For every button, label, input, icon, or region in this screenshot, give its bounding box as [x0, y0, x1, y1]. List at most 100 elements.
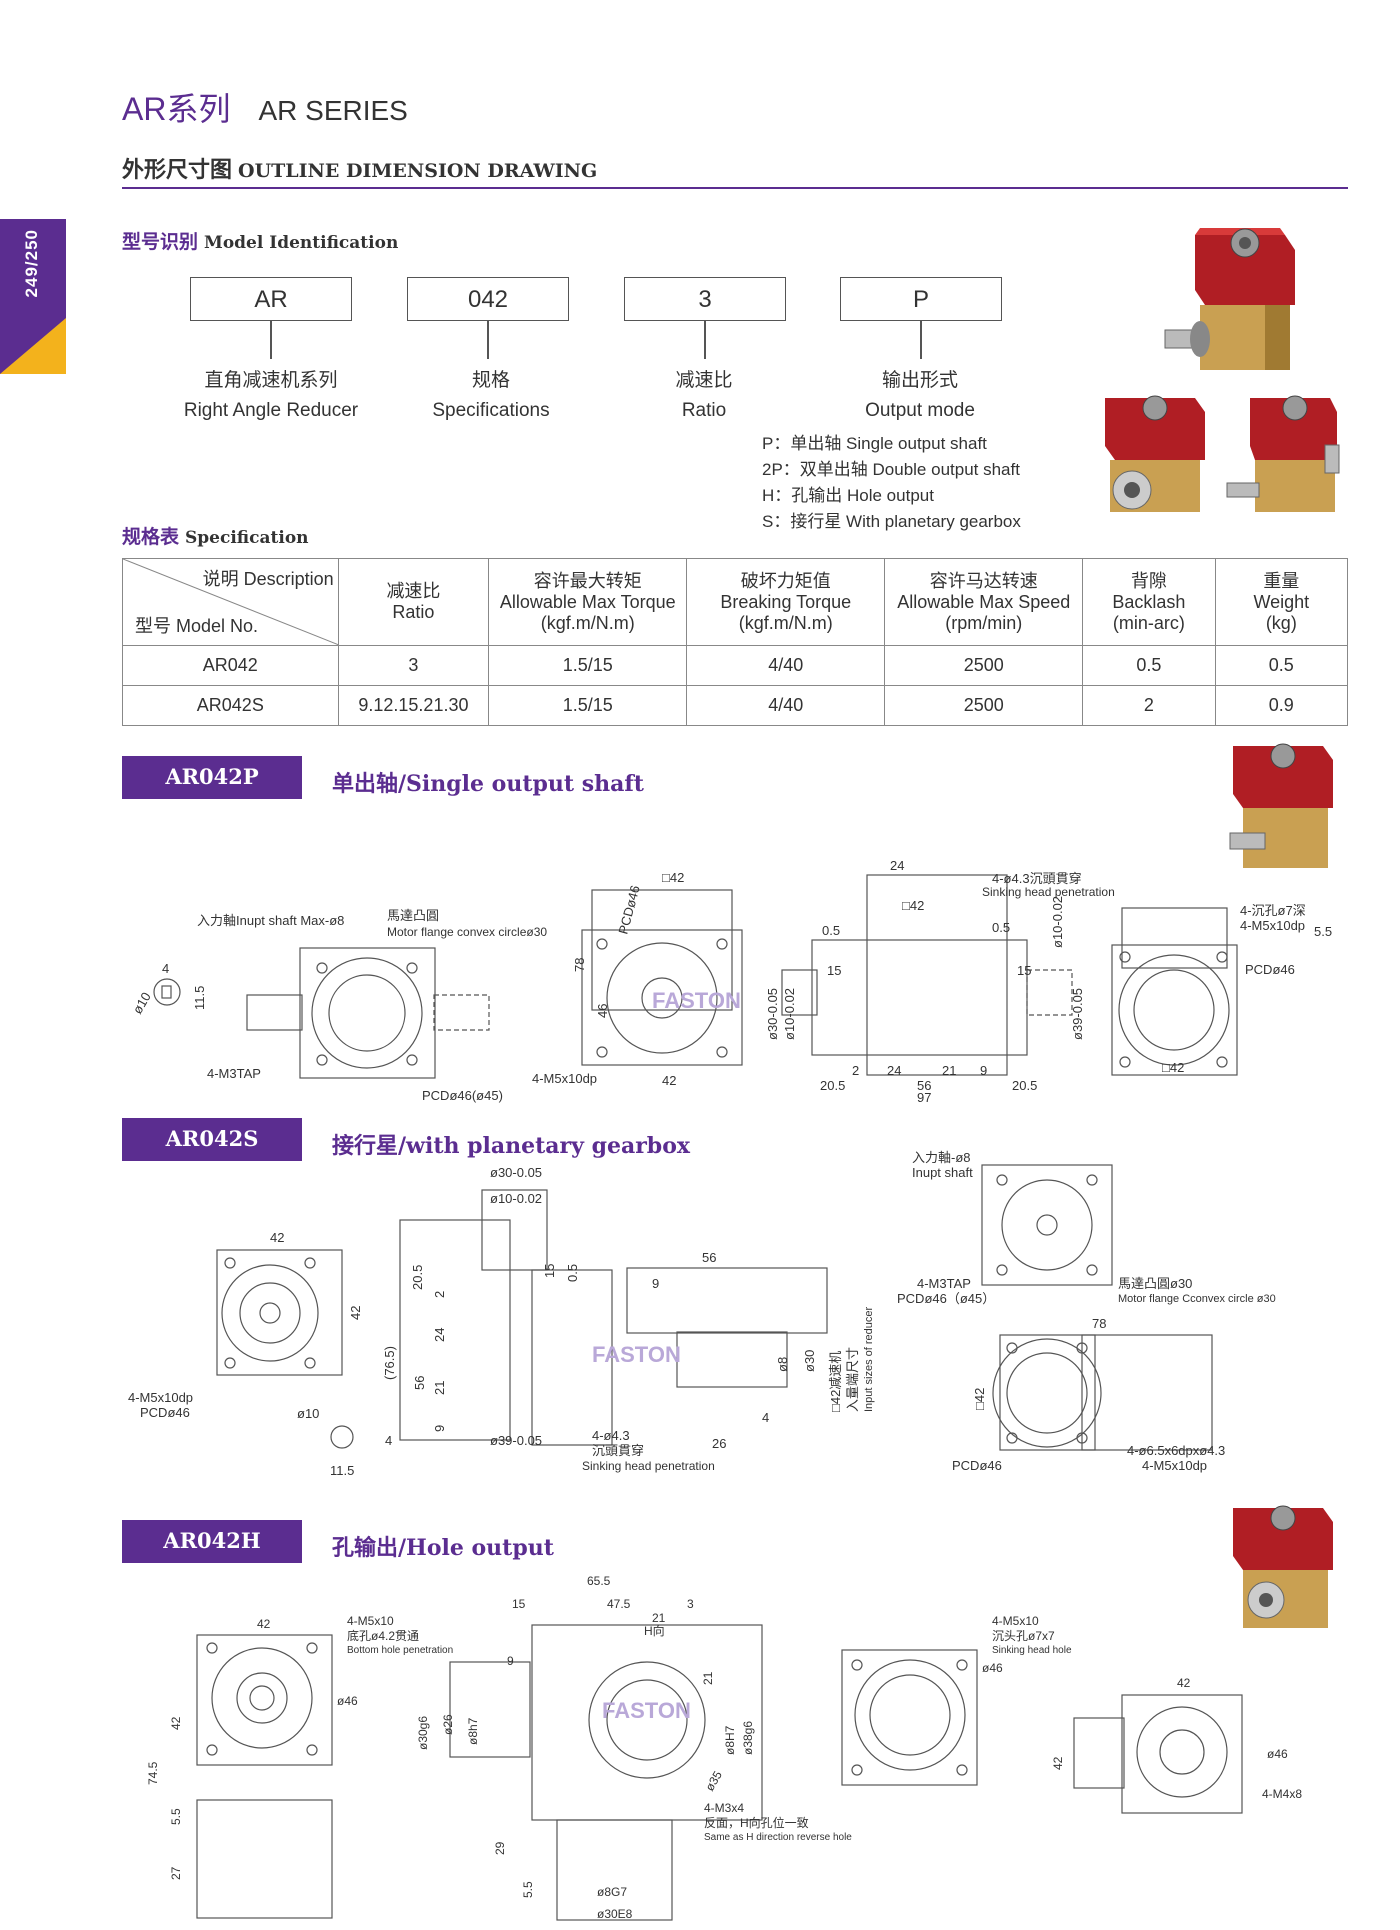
code-box-spec: 042 — [407, 277, 569, 321]
dim-74-5: 74.5 — [146, 1761, 160, 1785]
dim-30: ø30-0.05 — [490, 1165, 542, 1180]
dim-42c: 42 — [1177, 1676, 1191, 1690]
dim-5-5b: 5.5 — [521, 1881, 535, 1898]
dim-42v: 42 — [348, 1306, 363, 1320]
label-bottom-cn: 底孔ø4.2贯通 — [347, 1628, 419, 1643]
watermark-logo: FASTON — [652, 988, 741, 1013]
dim-10b: ø10-0.02 — [490, 1191, 542, 1206]
dim-9: 9 — [980, 1063, 987, 1078]
dim-78: 78 — [572, 958, 587, 972]
label-en: Ratio — [681, 400, 727, 421]
dim-8G7: ø8G7 — [597, 1885, 627, 1899]
label-reverse-en: Same as H direction reverse hole — [704, 1832, 852, 1843]
spec-title-en: Specification — [185, 528, 309, 548]
model-id-title-cn: 型号识别 — [122, 231, 199, 253]
dim-46b: ø46 — [982, 1661, 1003, 1675]
cell-weight: 0.9 — [1214, 685, 1349, 726]
dim-3: 3 — [687, 1597, 694, 1611]
label-input-shaft: 入力軸Inupt shaft Max-ø8 — [197, 913, 344, 928]
dim-8: ø8 — [775, 1357, 790, 1372]
label-cn: 减速比 — [675, 370, 733, 391]
dim-20-5a: 20.5 — [820, 1078, 845, 1093]
dim-0-5b: 0.5 — [992, 920, 1010, 935]
dim-42: 42 — [662, 1073, 676, 1088]
code-connector — [270, 321, 272, 359]
dim-56v: 56 — [412, 1376, 427, 1390]
dim-4: 4 — [162, 961, 169, 976]
dim-38g6: ø38g6 — [741, 1721, 755, 1755]
dim-21: 21 — [652, 1611, 666, 1625]
label-input-en: Input sizes of reducer — [863, 1306, 875, 1412]
code-connector — [920, 321, 922, 359]
section-band-h: AR042H — [122, 1520, 302, 1562]
dim-15a: 15 — [827, 963, 841, 978]
drawing-ar042h: FASTON 42 4-M5x10 底孔ø4.2贯通 Bottom hole p… — [146, 1574, 1302, 1921]
dim-30b: ø30 — [802, 1350, 817, 1372]
dim-42: 42 — [257, 1617, 271, 1631]
label-cn: 输出形式 — [881, 370, 958, 391]
code-label-ratio: 减速比 Ratio — [594, 366, 814, 426]
product-photo-2p — [1226, 395, 1340, 512]
dim-9b: 9 — [652, 1276, 659, 1291]
label-bottom-en: Bottom hole penetration — [347, 1645, 453, 1656]
cell-ratio: 9.12.15.21.30 — [337, 685, 490, 726]
watermark-logo: FASTON — [602, 1698, 691, 1723]
dim-29: 29 — [493, 1841, 507, 1855]
product-photo-p — [1164, 228, 1295, 370]
label-m5b: 4-M5x10dp — [1240, 918, 1305, 933]
dim-8h7: ø8h7 — [466, 1717, 480, 1745]
label-flange-en: Motor flange Cconvex circle ø30 — [1118, 1293, 1276, 1305]
cell-ratio: 3 — [337, 645, 490, 686]
label-m5: 4-M5x10dp — [532, 1071, 597, 1086]
dim-39: ø39-0.05 — [490, 1433, 542, 1448]
cell-breaking-torque: 4/40 — [686, 685, 886, 726]
label-input-cn: □42减速机 — [828, 1351, 843, 1412]
dim-42: 42 — [270, 1230, 284, 1245]
mode-item: S：接行星 With planetary gearbox — [762, 512, 1021, 531]
cell-max-torque: 1.5/15 — [488, 685, 688, 726]
label-counter-en: Sinking head hole — [992, 1645, 1072, 1656]
dim-30E8: ø30E8 — [597, 1907, 633, 1921]
dim-24b: 24 — [887, 1063, 901, 1078]
label-motor-flange-en: Motor flange convex circleø30 — [387, 925, 547, 939]
dim-4: 4 — [385, 1433, 392, 1448]
label-h: H向 — [644, 1623, 665, 1638]
dim-26: ø26 — [441, 1714, 455, 1735]
dim-97: 97 — [917, 1090, 931, 1105]
dim-9: 9 — [432, 1425, 447, 1432]
dim-10: ø10 — [130, 990, 154, 1017]
spec-title-cn: 规格表 — [122, 526, 180, 548]
label-m4: 4-M4x8 — [1262, 1787, 1302, 1801]
page-number: 249/250 — [22, 229, 41, 298]
dim-30tol: ø30-0.05 — [765, 988, 780, 1040]
dim-46c: ø46 — [1267, 1747, 1288, 1761]
dim-11-5: 11.5 — [330, 1463, 354, 1478]
outline-title-cn: 外形尺寸图 — [122, 157, 233, 183]
label-sinking: Sinking head penetration — [982, 885, 1115, 899]
label-en: Right Angle Reducer — [183, 400, 359, 421]
dim-30g6: ø30g6 — [416, 1716, 430, 1750]
label-m5: 4-M5x10 — [347, 1614, 394, 1628]
dim-2: 2 — [432, 1291, 447, 1298]
section-title-s: 接行星/with planetary gearbox — [332, 1133, 690, 1159]
header-description: 说明 Description — [202, 569, 334, 589]
label-reverse-cn: 反面，H向孔位一致 — [704, 1815, 809, 1830]
cell-weight: 0.5 — [1214, 645, 1349, 686]
dim-39tol: ø39-0.05 — [1070, 988, 1085, 1040]
label-cn: 直角减速机系列 — [204, 370, 338, 391]
label-shaft-en: Inupt shaft — [912, 1165, 973, 1180]
band-rule — [122, 1561, 302, 1563]
label-m5: 4-M5x10dp — [128, 1390, 193, 1405]
dim-pcd46: PCDø46 — [615, 884, 642, 936]
label-m5b: 4-M5x10 — [992, 1614, 1039, 1628]
dim-2: 2 — [852, 1063, 859, 1078]
dim-sq42b: □42 — [1162, 1060, 1184, 1075]
band-rule — [122, 1159, 302, 1161]
label-shaft-cn: 入力軸-ø8 — [912, 1150, 971, 1165]
